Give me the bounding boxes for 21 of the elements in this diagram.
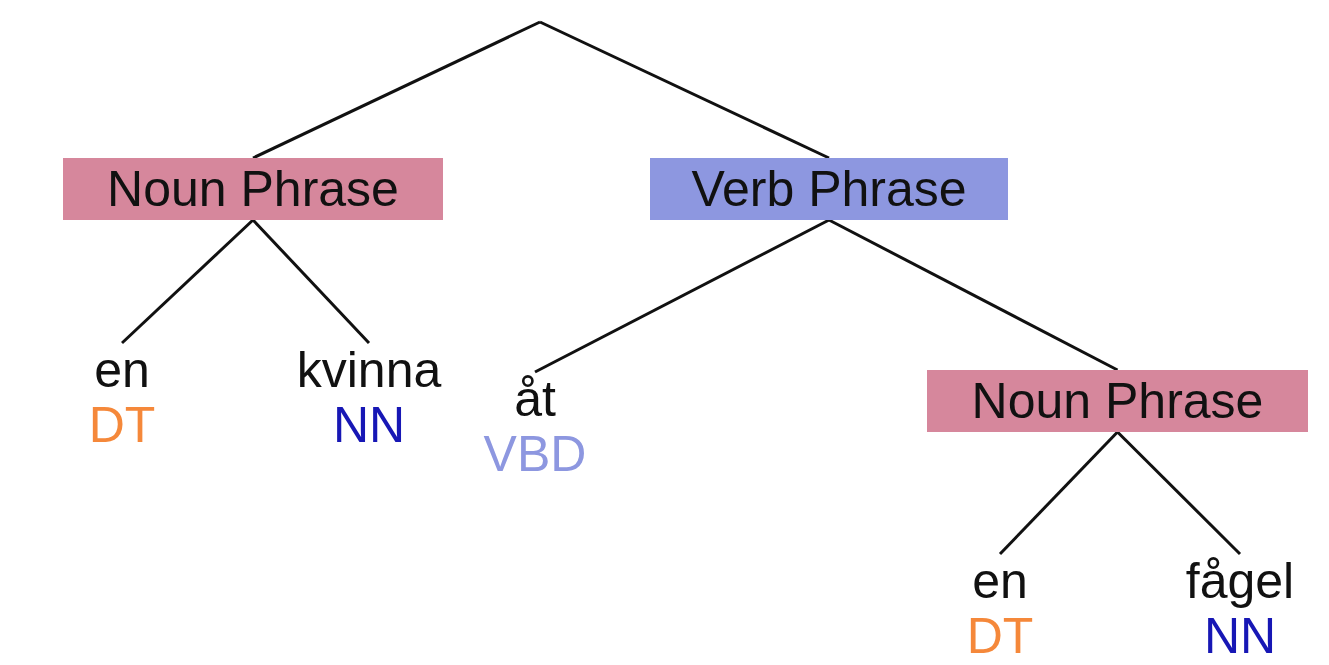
tree-branch-line [1116,430,1242,556]
phrase-label: Verb Phrase [650,158,1008,220]
tree-branch-line [120,218,255,345]
tree-branch-line [828,218,1119,372]
part-of-speech-tag: NN [1203,609,1277,664]
tree-branch-line [534,218,830,374]
phrase-label: Noun Phrase [63,158,443,220]
word: åt [514,372,556,427]
word: kvinna [296,343,442,398]
tree-branch-line [252,20,541,160]
word: fågel [1185,554,1295,609]
word: en [972,554,1028,609]
part-of-speech-tag: VBD [483,427,587,482]
part-of-speech-tag: DT [88,398,156,453]
tree-branch-line [251,218,371,345]
phrase-label: Noun Phrase [927,370,1308,432]
tree-branch-line [539,20,830,160]
part-of-speech-tag: NN [332,398,406,453]
word: en [94,343,150,398]
tree-branch-line [998,430,1119,556]
part-of-speech-tag: DT [966,609,1034,664]
